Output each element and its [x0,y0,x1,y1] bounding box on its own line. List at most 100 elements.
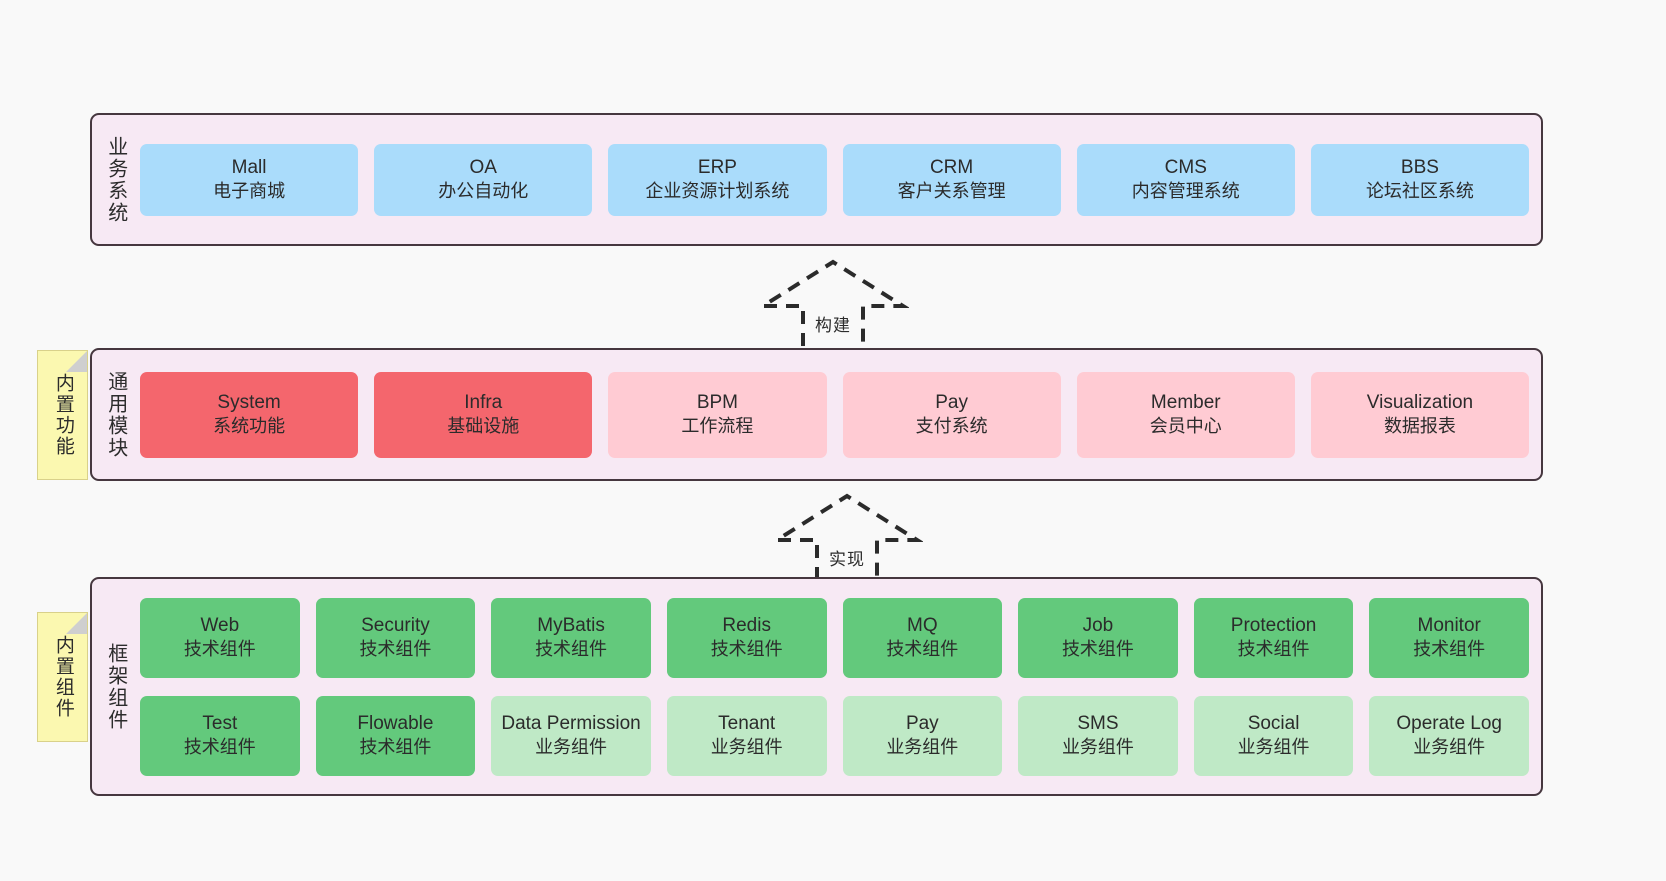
card-test[interactable]: Test 技术组件 [140,695,300,776]
layer-title-common-modules: 通用模块 [104,370,127,459]
card-title: BPM [696,391,739,413]
card-title: ERP [697,156,737,178]
card-protection[interactable]: Protection 技术组件 [1193,597,1354,678]
card-subtitle: 业务组件 [1413,737,1486,758]
card-title: Visualization [1366,391,1474,413]
card-tenant[interactable]: Tenant 业务组件 [666,695,827,776]
arrow-build: 构建 [757,258,909,348]
card-subtitle: 业务组件 [710,737,783,758]
card-subtitle: 企业资源计划系统 [645,181,790,202]
card-title: MQ [907,614,938,636]
card-title: Social [1247,712,1300,734]
card-subtitle: 数据报表 [1383,416,1456,437]
dashed-up-arrow-icon [757,259,909,346]
card-member[interactable]: Member 会员中心 [1076,371,1295,458]
card-title: Web [200,614,240,636]
arrow-label: 实现 [829,550,865,569]
card-title: Pay [905,712,939,734]
card-pay[interactable]: Pay 支付系统 [842,371,1061,458]
card-title: SMS [1077,712,1119,734]
note-builtin-functions: 内置功能 [37,350,88,480]
card-job[interactable]: Job 技术组件 [1018,597,1178,678]
card-subtitle: 技术组件 [1237,639,1310,660]
card-web[interactable]: Web 技术组件 [140,597,300,678]
layer-body-common-modules: System 系统功能 Infra 基础设施 BPM 工作流程 Pay 支付系统… [138,350,1541,479]
card-subtitle: 技术组件 [359,639,432,660]
card-title: Job [1082,614,1114,636]
arrow-label: 构建 [815,316,851,335]
card-subtitle: 技术组件 [1061,639,1134,660]
card-erp[interactable]: ERP 企业资源计划系统 [608,143,827,216]
card-subtitle: 业务组件 [1061,737,1134,758]
card-subtitle: 技术组件 [535,639,608,660]
card-security[interactable]: Security 技术组件 [315,597,476,678]
card-visualization[interactable]: Visualization 数据报表 [1310,371,1530,458]
card-row: System 系统功能 Infra 基础设施 BPM 工作流程 Pay 支付系统… [140,371,1530,458]
card-flowable[interactable]: Flowable 技术组件 [315,695,476,776]
card-data-permission[interactable]: Data Permission 业务组件 [491,695,651,776]
card-bpm[interactable]: BPM 工作流程 [608,371,827,458]
card-mybatis[interactable]: MyBatis 技术组件 [491,597,651,678]
note-builtin-components: 内置组件 [37,612,88,742]
card-subtitle: 会员中心 [1149,416,1222,437]
card-subtitle: 电子商城 [213,181,286,202]
card-title: Flowable [357,712,434,734]
card-title: CMS [1164,156,1207,178]
card-subtitle: 业务组件 [886,737,959,758]
card-title: Infra [464,391,503,413]
card-title: OA [469,156,497,178]
card-title: Pay [935,391,968,413]
layer-body-framework-components: Web 技术组件 Security 技术组件 MyBatis 技术组件 Redi… [138,579,1541,794]
card-social[interactable]: Social 业务组件 [1193,695,1354,776]
card-operate-log[interactable]: Operate Log 业务组件 [1369,695,1529,776]
card-subtitle: 技术组件 [1413,639,1486,660]
arrow-realize: 实现 [771,492,923,582]
card-subtitle: 支付系统 [915,416,988,437]
dashed-up-arrow-icon [771,493,923,580]
card-title: Redis [722,614,771,636]
layer-common-modules: 通用模块 System 系统功能 Infra 基础设施 BPM 工作流程 Pay… [90,348,1543,481]
card-sms[interactable]: SMS 业务组件 [1018,695,1178,776]
card-subtitle: 基础设施 [447,416,520,437]
card-subtitle: 客户关系管理 [897,181,1006,202]
card-row: Web 技术组件 Security 技术组件 MyBatis 技术组件 Redi… [140,597,1529,678]
card-title: Tenant [718,712,776,734]
card-title: Operate Log [1396,712,1502,734]
card-subtitle: 内容管理系统 [1131,181,1240,202]
card-pay-business[interactable]: Pay 业务组件 [842,695,1003,776]
card-infra[interactable]: Infra 基础设施 [374,371,593,458]
card-title: Monitor [1417,614,1481,636]
card-subtitle: 技术组件 [886,639,959,660]
card-subtitle: 系统功能 [213,416,286,437]
layer-title-business-systems: 业务系统 [104,135,127,224]
layer-business-systems: 业务系统 Mall 电子商城 OA 办公自动化 ERP 企业资源计划系统 CRM… [90,113,1543,246]
card-crm[interactable]: CRM 客户关系管理 [842,143,1061,216]
layer-body-business-systems: Mall 电子商城 OA 办公自动化 ERP 企业资源计划系统 CRM 客户关系… [138,115,1541,244]
card-cms[interactable]: CMS 内容管理系统 [1076,143,1295,216]
card-title: BBS [1400,156,1439,178]
card-subtitle: 技术组件 [710,639,783,660]
card-redis[interactable]: Redis 技术组件 [666,597,827,678]
card-subtitle: 技术组件 [183,639,256,660]
card-title: Protection [1230,614,1317,636]
card-bbs[interactable]: BBS 论坛社区系统 [1310,143,1530,216]
card-subtitle: 论坛社区系统 [1365,181,1474,202]
card-oa[interactable]: OA 办公自动化 [374,143,593,216]
card-row: Test 技术组件 Flowable 技术组件 Data Permission … [140,695,1529,776]
card-title: Mall [231,156,267,178]
card-system[interactable]: System 系统功能 [140,371,359,458]
card-monitor[interactable]: Monitor 技术组件 [1369,597,1529,678]
card-row: Mall 电子商城 OA 办公自动化 ERP 企业资源计划系统 CRM 客户关系… [140,143,1530,216]
card-title: Security [361,614,430,636]
layer-title-framework-components: 框架组件 [104,642,127,731]
note-label: 内置组件 [52,635,74,719]
card-title: CRM [929,156,974,178]
card-mall[interactable]: Mall 电子商城 [140,143,359,216]
card-title: Data Permission [501,712,641,734]
layer-framework-components: 框架组件 Web 技术组件 Security 技术组件 MyBatis 技术组件… [90,577,1543,796]
card-subtitle: 工作流程 [681,416,754,437]
card-subtitle: 业务组件 [535,737,608,758]
card-title: Member [1150,391,1221,413]
card-mq[interactable]: MQ 技术组件 [842,597,1003,678]
